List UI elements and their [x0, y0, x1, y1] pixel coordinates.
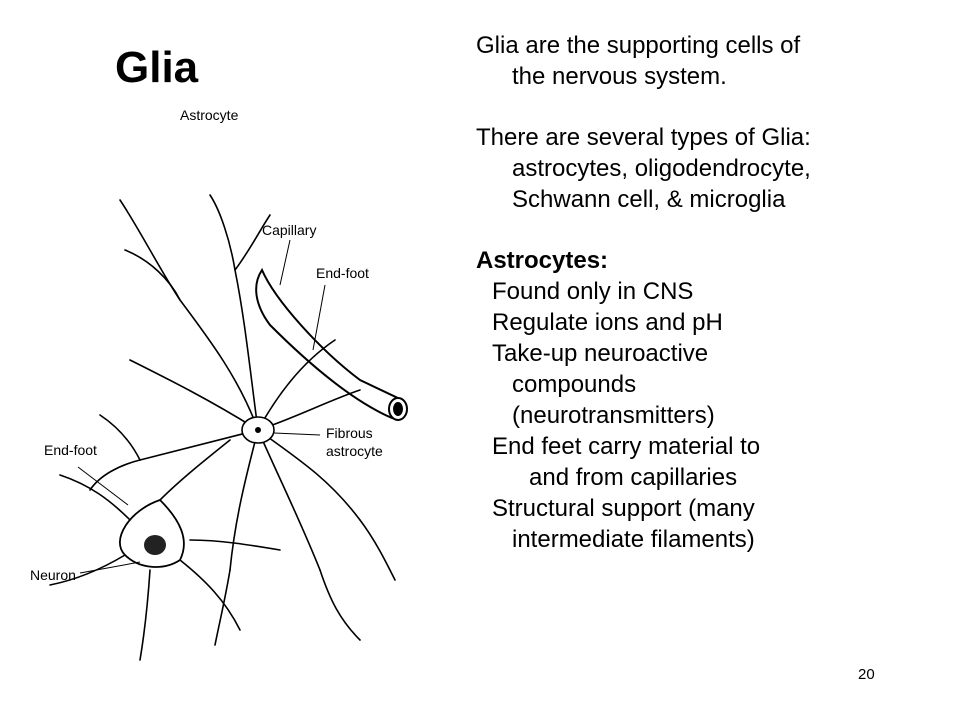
label-astrocyte: Astrocyte [180, 107, 239, 123]
slide-title: Glia [115, 43, 199, 92]
types-line-2: astrocytes, oligodendrocyte, [512, 155, 811, 182]
label-neuron: Neuron [30, 567, 76, 583]
label-end-foot-top: End-foot [316, 265, 369, 281]
intro-line-1: Glia are the supporting cells of [476, 32, 801, 59]
bullet-end-feet-cont: and from capillaries [529, 464, 738, 491]
label-fibrous: Fibrous [326, 425, 373, 441]
label-end-foot-left: End-foot [44, 442, 97, 458]
astrocyte-figure: Astrocyte Capillary End-foot Fibrous ast… [30, 100, 430, 700]
neuron-drawing [119, 498, 185, 568]
astrocytes-heading: Astrocytes: [476, 247, 609, 274]
bullet-found-cns: Found only in CNS [492, 278, 694, 305]
bullet-take-up-cont: compounds [512, 371, 637, 398]
intro-line-2: the nervous system. [512, 63, 727, 90]
label-capillary: Capillary [262, 222, 316, 238]
bullet-structural: Structural support (many [492, 495, 755, 522]
astrocyte-illustration: Astrocyte Capillary End-foot Fibrous ast… [30, 107, 408, 661]
bullet-regulate-ions: Regulate ions and pH [492, 309, 723, 336]
types-line-3: Schwann cell, & microglia [512, 186, 786, 213]
astrocyte-soma [241, 416, 275, 444]
slide-body: Glia are the supporting cells of the ner… [476, 30, 946, 555]
capillary-drawing [255, 267, 408, 421]
bullet-end-feet: End feet carry material to [492, 433, 761, 460]
bullet-structural-cont: intermediate filaments) [512, 526, 755, 553]
label-fibrous-astrocyte: astrocyte [326, 443, 383, 459]
bullet-take-up: Take-up neuroactive [492, 340, 709, 367]
page-number: 20 [858, 666, 875, 683]
astrocyte-processes [89, 194, 396, 646]
types-line-1: There are several types of Glia: [476, 124, 811, 151]
neuron-nucleus [144, 535, 166, 555]
bullet-take-up-cont-2: (neurotransmitters) [512, 402, 715, 429]
